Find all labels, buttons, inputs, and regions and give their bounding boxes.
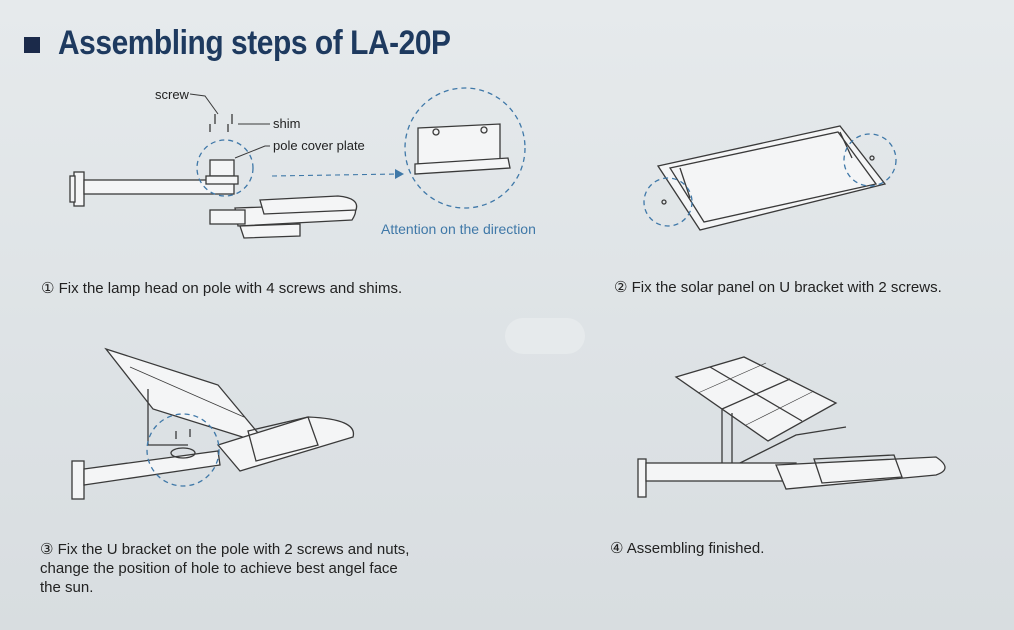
step3-figure (71, 347, 355, 500)
step2-figure (643, 125, 897, 231)
light-glare (505, 318, 585, 354)
step4-figure (637, 356, 946, 498)
label-pole-cover-plate: pole cover plate (273, 138, 365, 153)
label-screw: screw (155, 87, 189, 102)
title-bullet-square (24, 37, 40, 53)
page-title: Assembling steps of LA-20P (58, 24, 451, 62)
label-attention-direction: Attention on the direction (381, 221, 536, 237)
label-shim: shim (273, 116, 301, 131)
step4-caption: ④ Assembling finished. (610, 540, 765, 557)
step1-caption: ① Fix the lamp head on pole with 4 screw… (41, 280, 403, 297)
step2-caption: ② Fix the solar panel on U bracket with … (614, 279, 942, 296)
step1-figure (69, 87, 526, 239)
step3-caption: ③ Fix the U bracket on the pole with 2 s… (40, 541, 410, 596)
